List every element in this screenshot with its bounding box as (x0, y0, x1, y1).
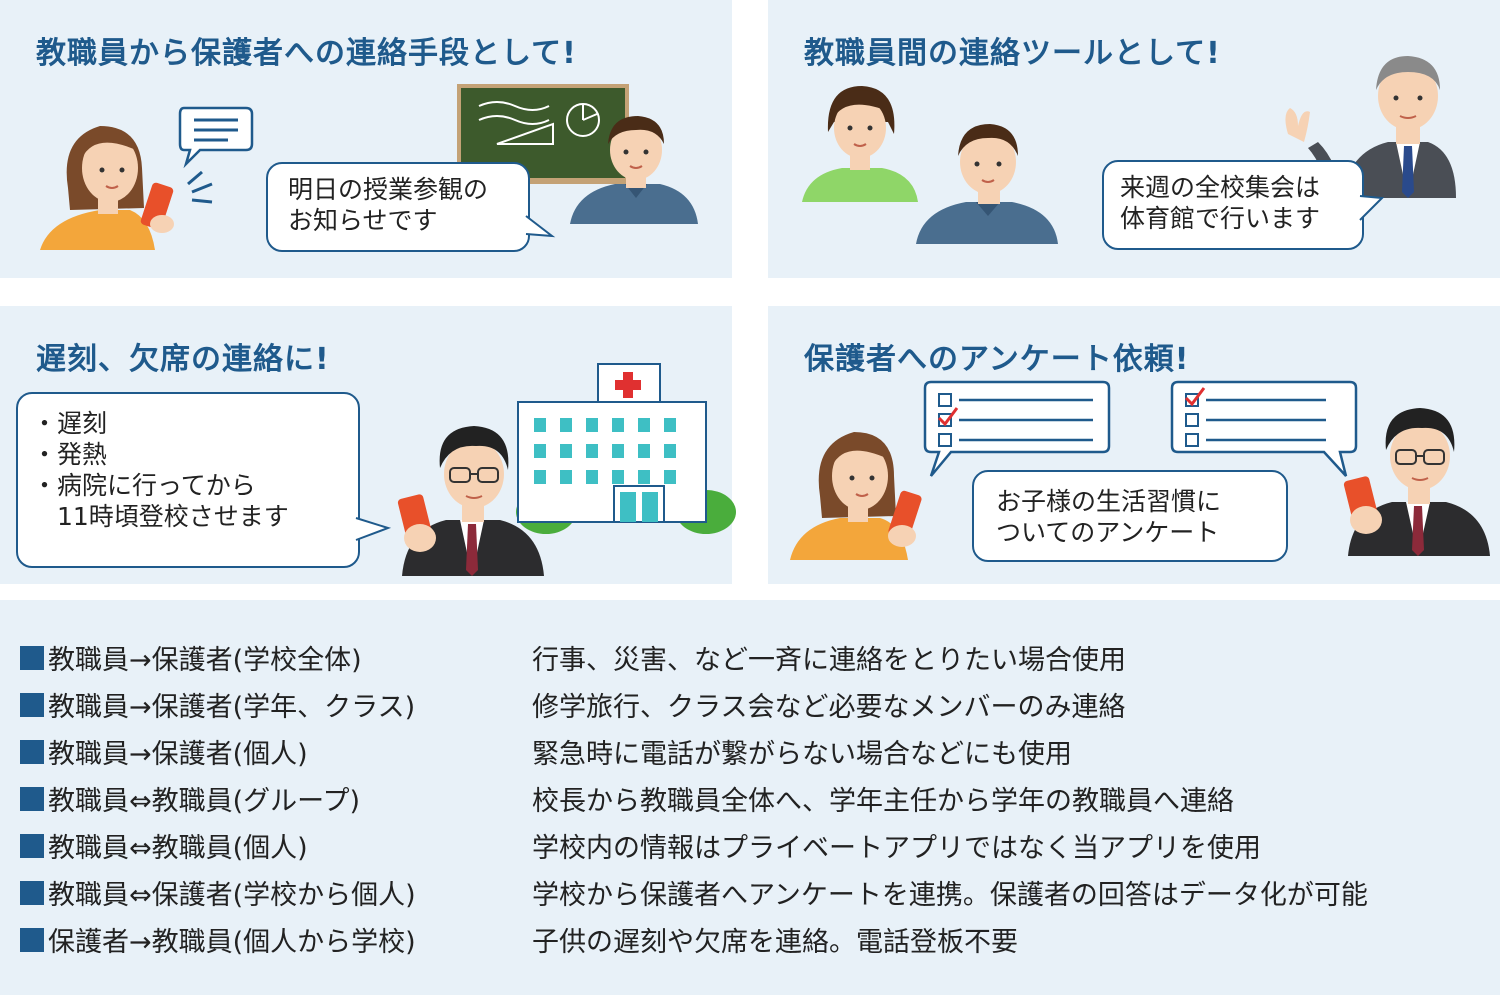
square-bullet-icon (20, 787, 44, 811)
usage-label: 教職員⇔教職員(グループ) (48, 786, 361, 817)
square-bullet-icon (20, 646, 44, 670)
bubble-line: 明日の授業参観の (288, 175, 489, 204)
panel-title: 保護者へのアンケート依頼! (804, 342, 1190, 377)
bubble-line: 体育館で行います (1120, 204, 1321, 233)
usage-label: 教職員→保護者(個人) (48, 739, 308, 770)
bubble-line: ・病院に行ってから (32, 471, 256, 500)
bubble-line: お子様の生活習慣に (996, 487, 1222, 516)
speech-bubble: ・遅刻 ・発熱 ・病院に行ってから 11時頃登校させます (16, 392, 360, 568)
woman-icon (790, 432, 922, 560)
signal-icon (187, 170, 213, 204)
panel-title: 遅刻、欠席の連絡に! (36, 342, 330, 377)
bubble-line: 来週の全校集会は (1120, 173, 1321, 202)
usage-label: 教職員⇔保護者(学校から個人) (48, 880, 416, 911)
principal-icon (1285, 56, 1456, 198)
bubble-tail (1359, 195, 1385, 221)
bubble-tail (525, 215, 556, 238)
speech-bubble: 来週の全校集会は 体育館で行います (1102, 160, 1364, 250)
usage-desc: 緊急時に電話が繋がらない場合などにも使用 (532, 739, 1072, 770)
usage-panel (0, 600, 1500, 995)
businessman-icon (397, 426, 544, 576)
usage-desc: 学校から保護者へアンケートを連携。保護者の回答はデータ化が可能 (532, 880, 1368, 911)
checklist-icon (923, 380, 1111, 477)
usage-desc: 子供の遅刻や欠席を連絡。電話登板不要 (532, 927, 1018, 958)
phone-icon (140, 182, 174, 233)
red-cross-icon (615, 372, 641, 398)
bubble-tail (355, 517, 392, 541)
square-bullet-icon (20, 928, 44, 952)
usage-label: 教職員→保護者(学年、クラス) (48, 692, 416, 723)
panel-absence: 遅刻、欠席の連絡に! ・遅刻 ・発熱 ・病院に行ってから 11時頃登校させます (0, 306, 736, 584)
list-item: 保護者→教職員(個人から学校) 子供の遅刻や欠席を連絡。電話登板不要 (20, 918, 1495, 965)
businessman-icon (1343, 408, 1490, 556)
list-item: 教職員→保護者(個人) 緊急時に電話が繋がらない場合などにも使用 (20, 730, 1495, 777)
list-item: 教職員⇔教職員(グループ) 校長から教職員全体へ、学年主任から学年の教職員へ連絡 (20, 777, 1495, 824)
square-bullet-icon (20, 881, 44, 905)
square-bullet-icon (20, 693, 44, 717)
panel-parent-contact: 教職員から保護者への連絡手段として! (0, 0, 732, 278)
list-item: 教職員→保護者(学年、クラス) 修学旅行、クラス会など必要なメンバーのみ連絡 (20, 683, 1495, 730)
usage-desc: 学校内の情報はプライベートアプリではなく当アプリを使用 (532, 833, 1261, 864)
panel-title: 教職員から保護者への連絡手段として! (36, 36, 577, 71)
panel-title: 教職員間の連絡ツールとして! (804, 36, 1221, 71)
hospital-icon (516, 363, 736, 534)
usage-desc: 校長から教職員全体へ、学年主任から学年の教職員へ連絡 (532, 786, 1234, 817)
list-item: 教職員⇔教職員(個人) 学校内の情報はプライベートアプリではなく当アプリを使用 (20, 824, 1495, 871)
bubble-line: お知らせです (288, 206, 438, 235)
panel-staff-tool: 教職員間の連絡ツールとして! 来週の全校集会は 体育館で行います (768, 0, 1500, 278)
square-bullet-icon (20, 740, 44, 764)
usage-label: 保護者→教職員(個人から学校) (48, 927, 416, 958)
speech-bubble: 明日の授業参観の お知らせです (266, 162, 530, 252)
male-teacher-icon (916, 124, 1058, 244)
woman-teacher-icon (802, 86, 918, 202)
bubble-line: ・遅刻 (32, 409, 108, 438)
usage-list: 教職員→保護者(学校全体) 行事、災害、など一斉に連絡をとりたい場合使用 教職員… (20, 636, 1495, 965)
bubble-line: ついてのアンケート (996, 518, 1220, 547)
usage-desc: 修学旅行、クラス会など必要なメンバーのみ連絡 (532, 692, 1126, 723)
panel-survey: 保護者へのアンケート依頼! (768, 306, 1500, 584)
male-teacher-icon (570, 116, 698, 224)
chat-bubble-icon (178, 106, 254, 169)
checklist-icon (1170, 380, 1358, 477)
usage-desc: 行事、災害、など一斉に連絡をとりたい場合使用 (532, 645, 1126, 676)
speech-bubble: お子様の生活習慣に ついてのアンケート (972, 470, 1288, 562)
bubble-line: 11時頃登校させます (32, 502, 289, 531)
usage-label: 教職員→保護者(学校全体) (48, 645, 362, 676)
woman-icon (40, 126, 155, 250)
usage-label: 教職員⇔教職員(個人) (48, 833, 308, 864)
square-bullet-icon (20, 834, 44, 858)
list-item: 教職員→保護者(学校全体) 行事、災害、など一斉に連絡をとりたい場合使用 (20, 636, 1495, 683)
list-item: 教職員⇔保護者(学校から個人) 学校から保護者へアンケートを連携。保護者の回答は… (20, 871, 1495, 918)
bubble-line: ・発熱 (32, 440, 108, 469)
